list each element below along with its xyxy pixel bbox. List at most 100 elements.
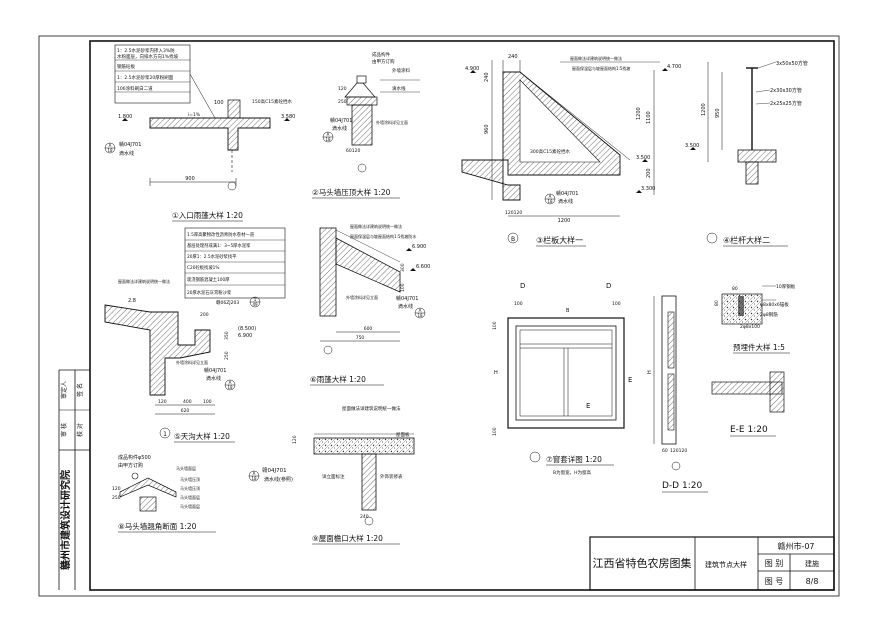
corner-note2: 由甲方订购	[118, 462, 143, 469]
detail-section-ee: E-E 1:20	[711, 371, 785, 437]
rain-canopy-dim-1: 100	[400, 283, 406, 292]
rain-canopy-dim-0: 300	[400, 263, 406, 272]
corner-title: ⑧马头墙翘角断面 1:20	[118, 521, 197, 531]
parapet-dim-v4: 960	[484, 124, 490, 134]
rain-canopy-ref-num: A	[419, 308, 422, 313]
canopy-ref-num: A	[109, 143, 112, 148]
eave-ref-den: 18	[251, 476, 257, 481]
gutter-note-1: 基层处理剂或满1：3~5厚水泥浆	[187, 242, 251, 249]
inner-frame	[89, 40, 835, 591]
gutter-ref2-den: 18	[227, 385, 233, 390]
detail-horsehead-top: 成品构件 由甲方订购 外墙涂料 滴水线 外墙涂料详见立面 120 250 601…	[312, 51, 420, 199]
gutter-note-4: 现浇钢筋混凝土100厚	[187, 276, 230, 283]
detail-section-dd: H 60 120120 D-D 1:20	[647, 295, 708, 493]
gutter-ref1: 赣06ZJ203	[216, 299, 239, 306]
canopy-note-4: 106涂料刷白二道	[117, 85, 153, 92]
embedded-title: 预埋件大样 1:5	[733, 342, 785, 352]
eave-ref: 赣04J701	[262, 466, 287, 474]
corner-dim-1: 250	[112, 495, 121, 501]
gutter-wall: 外墙涂料详见立面	[176, 359, 208, 365]
canopy-note-0: 1：2.5水泥砂浆内掺入3%防	[117, 47, 175, 54]
gutter-dim-3: 120	[158, 399, 167, 405]
left-label-0: 审定人	[60, 381, 68, 399]
horsehead-ref-den: 18	[325, 137, 331, 142]
detail-window: B H D D E E 100 100 100 100 ⑦窗套详图 1:20 B…	[492, 282, 632, 476]
embedded-note-2: 2φ8钢筋	[760, 311, 778, 318]
corner-note-0: 马头墙面层	[176, 465, 196, 471]
detail-railing: 1200 950 3x50x50方管 2x30x30方管 2x25x25方管 3…	[685, 60, 808, 247]
parapet-dim-v3: 240	[484, 72, 490, 82]
left-label-2: 审 核	[60, 423, 68, 437]
gutter-drip: 滴水线	[206, 375, 221, 382]
rain-canopy-ref: 赣04J701	[396, 295, 418, 302]
eave-dim-1: 240	[360, 514, 369, 520]
window-label-e1: E	[628, 376, 632, 384]
horsehead-axis	[357, 163, 367, 173]
number-label: 图 号	[765, 577, 784, 586]
dd-title: D-D 1:20	[662, 481, 702, 491]
canopy-axis	[227, 181, 237, 191]
rain-canopy-title: ⑥雨篷大样 1:20	[310, 374, 366, 384]
gutter-dim-6: 620	[181, 408, 190, 414]
category-label: 图 别	[765, 559, 784, 568]
railing-axis	[706, 232, 718, 244]
gutter-note-5: 20厚水泥石灰膏粉沙浆	[187, 289, 232, 296]
dd-dim-0: 60	[662, 448, 668, 454]
canopy-level-right: 3.580	[281, 114, 295, 120]
railing-dim-v1: 1200	[701, 103, 707, 116]
gutter-ref-den: 49	[252, 302, 258, 307]
left-label-3: 校 对	[76, 423, 84, 437]
gutter-slope: 2.8	[128, 298, 136, 304]
horsehead-dim-w1: 60120	[346, 148, 360, 154]
window-label-d1: D	[520, 282, 525, 290]
category-value: 建施	[805, 559, 819, 568]
horsehead-ref: 赣04J701	[330, 117, 352, 124]
corner-note-4: 马头墙面层	[180, 503, 200, 509]
horsehead-dim-h1: 120	[338, 86, 347, 92]
horsehead-note2: 由甲方订购	[372, 58, 395, 65]
rain-canopy-level-b: 6.600	[416, 264, 430, 270]
parapet-dim-bottom: 1200	[558, 218, 571, 224]
rain-canopy-dim-3: 750	[356, 335, 365, 341]
canopy-slope: i=1%	[188, 112, 201, 118]
gutter-dim-4: 400	[183, 399, 192, 405]
parapet-level-a: 4.900	[465, 66, 479, 72]
detail-horsehead-corner: 成品构件φ500 由甲方订购 马头墙面层 马头墙压顶 马头墙压顶 马头墙面层 马…	[112, 454, 216, 533]
canopy-level-left: 1.800	[118, 114, 132, 120]
institute-name: 赣州市建筑设计研究院	[59, 470, 72, 570]
parapet-note-top: 屋面做法详建筑说明统一做法	[570, 55, 622, 61]
canopy-callout-top: 150高C15素砼挡水	[252, 98, 292, 105]
parapet-level-d: 3.300	[641, 186, 655, 192]
number-value: 8/8	[806, 577, 819, 586]
corner-note-1: 马头墙压顶	[180, 476, 200, 482]
horsehead-note4: 滴水线	[392, 85, 406, 92]
railing-pipe2: 2x30x30方管	[770, 87, 802, 94]
detail-eave: 屋面做法详建筑说明统一做法 屋面板 赣04J701 滴水线(参照) A 18 详…	[248, 405, 415, 545]
railing-pipe3: 2x25x25方管	[770, 100, 802, 107]
horsehead-title: ②马头墙压顶大样 1:20	[312, 187, 391, 197]
rain-canopy-note2: 屋面保温层与坡屋面结构1:5找坡防水	[350, 233, 416, 239]
rain-canopy-level-a: 6.900	[412, 244, 426, 250]
gutter-dim-0: 200	[200, 312, 209, 318]
gutter-note-3: C20砼板找坡1%	[187, 264, 219, 271]
railing-pipe1: 3x50x50方管	[776, 60, 808, 67]
corner-note-2: 马头墙压顶	[180, 485, 200, 491]
detail-rain-canopy: 屋面做法详建筑说明统一做法 屋面保温层与坡屋面结构1:5找坡防水 6.900 6…	[310, 223, 430, 386]
window-dim-0: 100	[492, 321, 498, 330]
window-subtitle: B为窗宽，H为窗高	[553, 469, 591, 476]
corner-note1: 成品构件φ500	[118, 454, 151, 461]
album-title: 江西省特色农房图集	[593, 556, 692, 570]
parapet-note-concrete: 300高C15素砼挡水	[530, 148, 570, 155]
parapet-drip: 滴水线	[558, 198, 573, 205]
window-dim-3: 100	[612, 301, 621, 307]
gutter-ref2-num: A	[229, 380, 232, 385]
parapet-ref-num: A	[549, 194, 552, 199]
rain-canopy-drip: 滴水线	[398, 303, 413, 310]
rain-canopy-dim-2: 600	[364, 326, 373, 332]
gutter-dim-2: 250	[224, 351, 230, 360]
rain-canopy-note1: 屋面做法详建筑说明统一做法	[350, 223, 402, 229]
canopy-note-3: 1：2.5水泥砂浆20厚粉刷面	[117, 74, 174, 81]
gutter-level2: 6.900	[238, 333, 252, 339]
window-label-b: B	[566, 308, 570, 314]
window-dim-2: 100	[514, 301, 523, 307]
